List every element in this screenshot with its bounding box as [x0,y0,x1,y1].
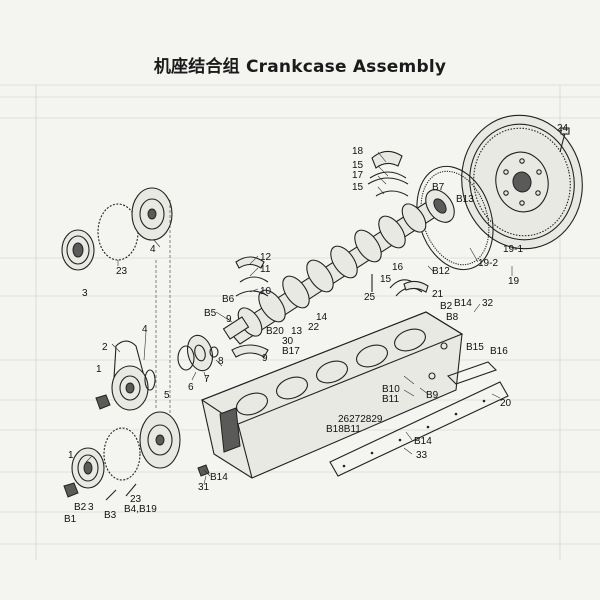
label-5: 5 [164,390,170,401]
label-10: 10 [260,286,272,297]
label-b20: B20 [266,326,284,337]
label-6: 6 [188,382,194,393]
label-20: 20 [500,398,512,409]
label-b7: B7 [432,182,445,193]
pulley-upper [61,187,173,440]
label-19-1: 19-1 [503,244,523,255]
belt-pulley-mid [95,340,156,411]
label-b5: B5 [204,308,217,319]
label-4: 4 [142,324,148,335]
label-7: 7 [204,374,210,385]
leader-lines [85,151,513,485]
label-b2: B2 [440,301,453,312]
label-15: 15 [352,182,364,193]
flywheel [461,114,583,250]
pulley-lower [63,411,210,501]
label-3: 3 [82,288,88,299]
label-24: 24 [557,123,569,134]
label-b13: B13 [456,194,474,205]
label-19: 19 [508,276,520,287]
label-b8: B8 [446,312,459,323]
label-11: 11 [260,264,271,275]
bearing-caps-top [367,150,409,197]
label-b14: B14 [210,472,228,483]
label-30: 30 [282,336,294,347]
label-b3: B3 [104,510,117,521]
label-19-2: 19-2 [478,258,498,269]
part-labels: 24 18 15 17 15 B7 B13 19-1 19-2 19 4 23 … [64,123,569,525]
label-4: 4 [150,244,156,255]
label-b10: B10 [382,384,400,395]
label-2: 2 [102,342,108,353]
label-14: 14 [316,312,328,323]
label-15: 15 [352,160,364,171]
label-23: 23 [116,266,128,277]
bearing-halves-mid [231,256,269,358]
label-17: 17 [352,170,364,181]
label-b9: B9 [426,390,439,401]
label-15: 15 [380,274,392,285]
label-1: 1 [96,364,102,375]
label-13: 13 [291,326,303,337]
label-3: 3 [88,502,94,513]
label-16: 16 [392,262,404,273]
label-b16: B16 [490,346,508,357]
label-33: 33 [416,450,428,461]
label-b18b11: B18B11 [326,424,361,435]
label-8: 8 [218,356,224,367]
label-31: 31 [198,482,210,493]
label-22: 22 [308,322,320,333]
label-b4-b19: B4,B19 [124,504,157,515]
label-b11: B11 [382,394,399,405]
label-12: 12 [260,252,272,263]
label-32: 32 [482,298,494,309]
oil-pan-gasket [329,361,509,477]
label-1: 1 [68,450,74,461]
label-b14: B14 [454,298,472,309]
label-21: 21 [432,289,444,300]
label-b14: B14 [414,436,432,447]
label-26272829: 26272829 [338,414,383,425]
label-b15: B15 [466,342,484,353]
label-b12: B12 [432,266,450,277]
label-23: 23 [130,494,142,505]
label-18: 18 [352,146,364,157]
label-b6: B6 [222,294,235,305]
crankcase-block [200,311,464,479]
label-b2: B2 [74,502,87,513]
label-b17: B17 [282,346,300,357]
label-25: 25 [364,292,376,303]
timing-gear [177,334,219,372]
label-9: 9 [262,353,268,364]
label-9: 9 [226,314,232,325]
thrust-washers [371,274,429,297]
crankshaft [222,189,455,345]
page-title: 机座结合组 Crankcase Assembly [153,57,447,77]
label-b1: B1 [64,514,77,525]
